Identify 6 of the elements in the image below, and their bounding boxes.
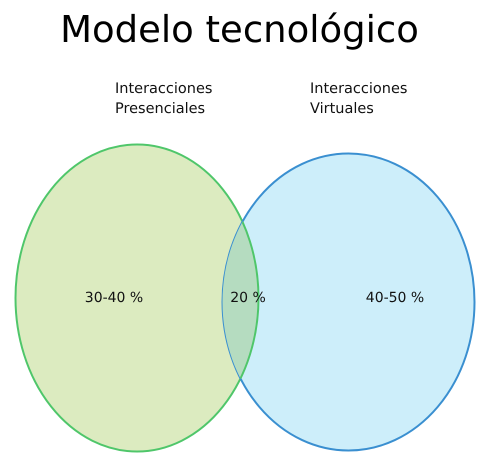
percentage-label: 40-50 % (366, 290, 424, 306)
set-heading: Interacciones Virtuales (310, 80, 408, 119)
set-heading: Interacciones Presenciales (115, 80, 214, 119)
percentage-label: 30-40 % (84, 290, 144, 306)
percentage-label: 20 % (230, 290, 266, 306)
title: Modelo tecnológico (59, 8, 420, 51)
